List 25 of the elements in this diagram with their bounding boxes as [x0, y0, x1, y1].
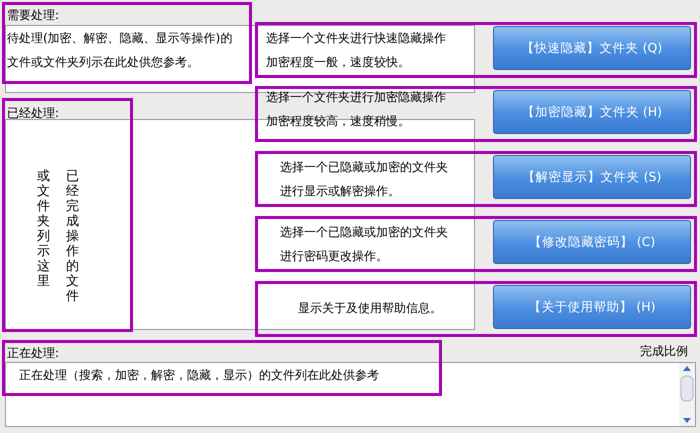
section-heading: 正在处理: — [7, 345, 60, 362]
action-button: 【修改隐藏密码】 (C) — [493, 220, 691, 264]
highlight-frame — [255, 86, 697, 142]
vertical-text: 已经完成操作的文件或文件夹列示这里 — [36, 169, 79, 304]
section-heading: 已经处理: — [7, 105, 60, 122]
highlight-frame — [255, 281, 697, 337]
section-heading: 需要处理: — [7, 7, 60, 24]
description-text: 选择一个文件夹进行加密隐藏操作加密程度较高，速度稍慢。 — [266, 89, 447, 130]
description-text: 显示关于及使用帮助信息。 — [298, 300, 443, 317]
action-button: 【解密显示】文件夹 (S) — [493, 155, 691, 199]
highlight-frame — [2, 98, 133, 332]
description-text: 选择一个文件夹进行快速隐藏操作加密程度一般，速度较快。 — [266, 30, 447, 71]
progress-label: 完成比例 — [640, 343, 688, 360]
description-text: 待处理(加密、解密、隐藏、显示等操作)的文件或文件夹列示在此处供您参考。 — [7, 30, 234, 71]
highlight-frame — [2, 340, 442, 396]
highlight-frame — [255, 22, 697, 78]
action-button: 【加密隐藏】文件夹 (H) — [493, 90, 691, 134]
highlight-frame — [2, 2, 252, 84]
action-button: 【快速隐藏】文件夹 (Q) — [493, 26, 691, 70]
description-text: 选择一个已隐藏或加密的文件夹进行密码更改操作。 — [280, 224, 449, 265]
highlight-frame — [255, 151, 697, 207]
description-text: 正在处理（搜索，加密，解密，隐藏，显示）的文件列在此处供参考 — [19, 367, 379, 384]
description-text: 选择一个已隐藏或加密的文件夹进行显示或解密操作。 — [280, 159, 449, 200]
highlight-frame — [255, 216, 697, 272]
action-button: 【关于使用帮助】 (H) — [493, 285, 691, 329]
